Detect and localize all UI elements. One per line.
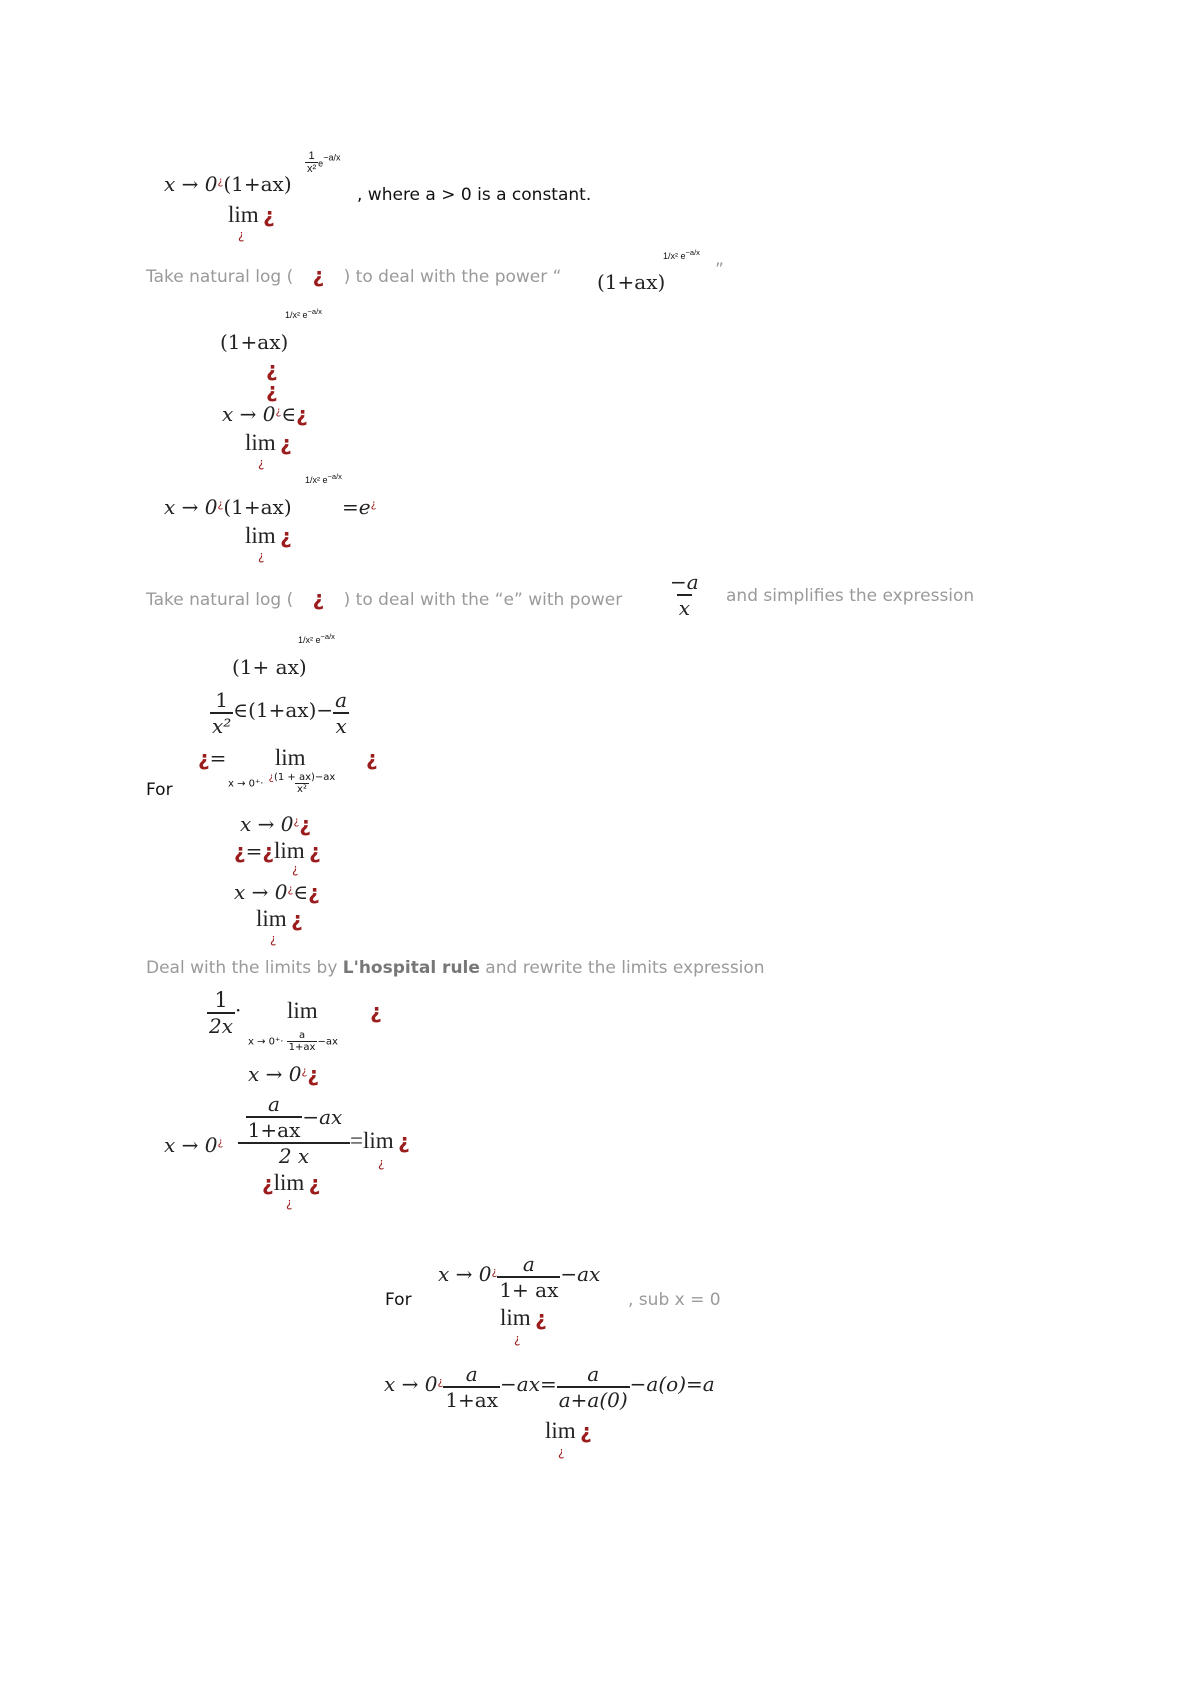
s3-bottom-sub: ¿: [286, 1196, 293, 1210]
eq1-base: (1+ax): [220, 330, 289, 354]
eq2-exponent: 1/x² e−a/x: [305, 472, 342, 485]
s4-final-lim: lim ¿: [545, 1418, 592, 1443]
eq1-arrow-line: x → 0¿∈¿: [222, 402, 308, 426]
eq1-exponent: 1/x² e−a/x: [285, 307, 322, 320]
step1-close-quote: ”: [715, 260, 724, 280]
s2-arrow-line: x → 0¿¿: [240, 812, 311, 836]
eq2-lim-sub: ¿: [258, 549, 265, 563]
step3-instruction: Deal with the limits by L'hospital rule …: [146, 958, 765, 978]
s3-lim: lim ¿: [287, 998, 382, 1023]
s4-for-label: For: [385, 1290, 412, 1310]
problem-expression: x → 0¿(1+ax): [164, 172, 292, 196]
eq1-lim: lim ¿: [245, 430, 292, 455]
base-expression: (1+ax): [223, 172, 292, 196]
s3-big-rhs: =lim ¿: [350, 1128, 410, 1153]
s2-base-exponent: 1/x² e−a/x: [298, 632, 335, 645]
limit-arrow: x → 0: [164, 172, 218, 196]
eq1-glyph1: ¿: [266, 357, 278, 381]
s2-for-label: For: [146, 780, 173, 800]
s2-eq-line: ¿=¿lim ¿: [234, 838, 321, 863]
lim-sub-glyph: ¿: [238, 228, 245, 242]
s2-base: (1+ ax): [232, 655, 307, 679]
step2-instruction: Take natural log ( ¿ ) to deal with the …: [146, 586, 623, 610]
step1-power-expr: (1+ax): [597, 270, 666, 294]
s3-bottom-lim: ¿lim ¿: [262, 1170, 321, 1195]
eq1-lim-sub: ¿: [258, 456, 265, 470]
s4-sub-note: , sub x = 0: [628, 1290, 721, 1310]
s3-rhs-sub: ¿: [378, 1156, 385, 1170]
problem-lim: lim ¿: [228, 202, 275, 227]
step1-power-exponent: 1/x² e−a/x: [663, 248, 700, 261]
s4-final-lim-sub: ¿: [558, 1445, 565, 1459]
eq2-rhs: =e¿: [342, 495, 377, 519]
lhospital-rule: L'hospital rule: [342, 958, 480, 978]
step2-instruction-end: and simplifies the expression: [726, 586, 975, 606]
s2-lim-final: lim ¿: [256, 906, 303, 931]
s4-lim-sub: ¿: [514, 1332, 521, 1346]
s2-arrow-line-2: x → 0¿∈¿: [234, 880, 320, 904]
s2-lim-final-sub: ¿: [270, 932, 277, 946]
eq2-line: x → 0¿(1+ax): [164, 495, 292, 519]
eq2-lim: lim ¿: [245, 523, 292, 548]
placeholder-glyph: ¿: [217, 174, 224, 188]
eq1-glyph2: ¿: [266, 378, 278, 402]
s3-big-left: x → 0¿: [164, 1133, 224, 1157]
step1-instruction: Take natural log ( ¿ ) to deal with the …: [146, 263, 562, 287]
s2-mid-glyph: ¿: [292, 862, 299, 876]
s2-eq-lim: ¿= lim ¿: [198, 745, 378, 770]
s3-arrow-line: x → 0¿¿: [248, 1062, 319, 1086]
problem-suffix: , where a > 0 is a constant.: [357, 185, 592, 205]
s4-lim: lim ¿: [500, 1305, 547, 1330]
